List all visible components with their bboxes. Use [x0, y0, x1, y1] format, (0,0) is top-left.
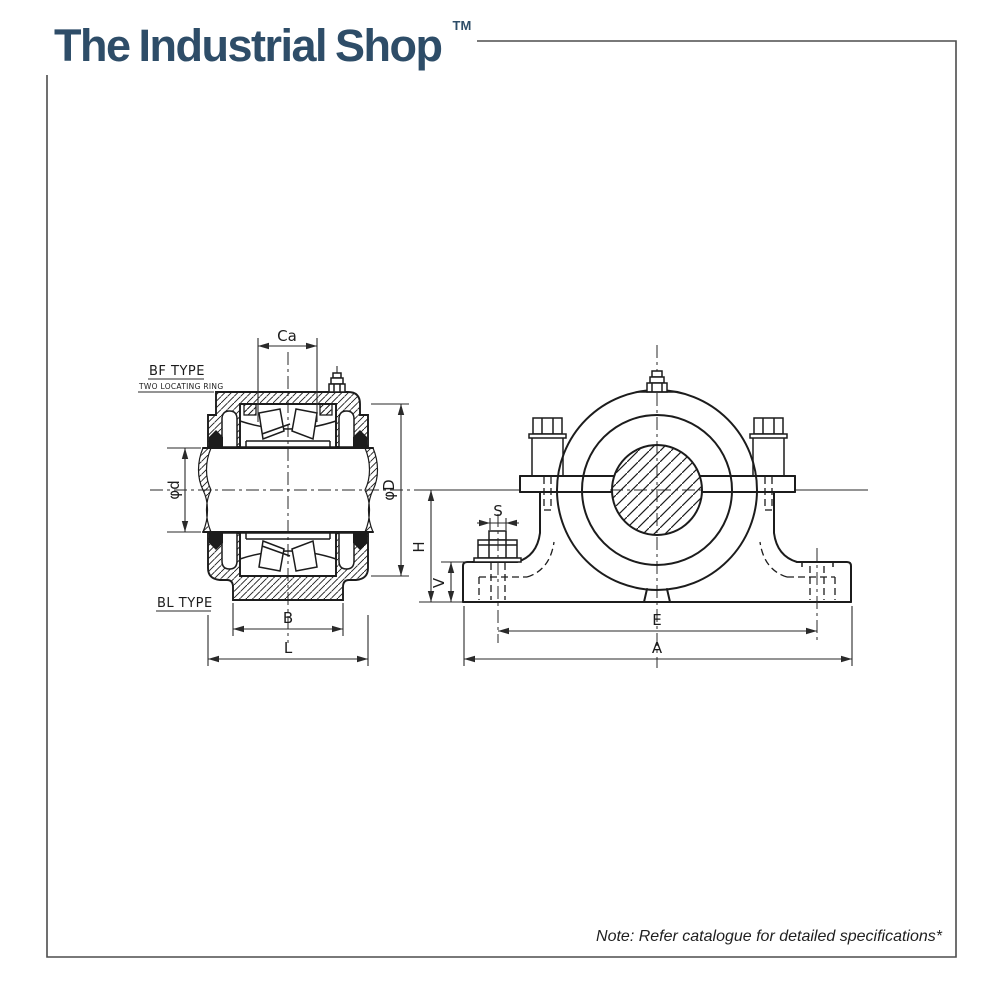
shaft: [197, 447, 379, 533]
dim-shaft-diameter: φd: [165, 447, 201, 533]
dim-outer-diameter: φD: [371, 403, 409, 577]
front-view: S H V: [410, 345, 868, 668]
dim-shaft-diameter-label: φd: [165, 480, 183, 499]
shaft-break-left: [197, 447, 212, 533]
dim-l-label: L: [284, 639, 293, 657]
stud-right: [764, 477, 773, 511]
base-pocket-right: [338, 532, 355, 570]
dim-b-label: B: [283, 609, 293, 627]
dim-v-label: V: [430, 577, 448, 588]
grease-nipple-section: [328, 366, 346, 393]
seal-top-right: [353, 430, 367, 447]
dim-s-label: S: [493, 502, 503, 520]
bf-type-label: BF TYPE: [149, 364, 205, 379]
base-pocket-left: [221, 532, 238, 570]
section-view: BF TYPE TWO LOCATING RING BL TYPE Ca: [138, 327, 424, 666]
dim-ca-label: Ca: [277, 327, 297, 345]
brand-word-1: The: [54, 20, 131, 71]
footer-note: Note: Refer catalogue for detailed speci…: [596, 928, 942, 945]
shaft-bore: [611, 444, 703, 536]
brand-word-2: Industrial: [138, 20, 328, 71]
dim-a: A: [463, 606, 853, 666]
dim-b: B: [232, 603, 344, 636]
two-locating-ring-label: TWO LOCATING RING: [138, 382, 223, 391]
cap-bolt-left: [528, 417, 567, 476]
housing-inner-circle: [581, 414, 733, 566]
dim-a-label: A: [652, 639, 663, 657]
dim-l: L: [207, 615, 369, 666]
seal-bottom-left: [209, 533, 223, 550]
split-flange: [519, 475, 796, 493]
cap-bolt-right: [749, 417, 788, 476]
stud-left: [543, 477, 552, 511]
page-frame: [46, 40, 957, 958]
dim-e: E: [498, 611, 817, 635]
roller-top-right: [291, 408, 318, 441]
bl-type-label: BL TYPE: [157, 596, 213, 611]
dim-h-label: H: [410, 541, 428, 552]
cap-pocket-right: [338, 410, 355, 448]
housing-base-section: [207, 532, 369, 601]
base: [462, 561, 852, 603]
cap-pocket-left: [221, 410, 238, 448]
seal-top-left: [209, 430, 223, 447]
dim-h: H: [410, 489, 519, 603]
roller-top-left: [258, 408, 285, 441]
dim-outer-diameter-label: φD: [380, 479, 398, 500]
dim-ca: Ca: [257, 327, 318, 422]
trademark-symbol: TM: [452, 18, 472, 33]
dim-e-label: E: [652, 611, 661, 629]
dim-s: S: [477, 502, 519, 530]
roller-bottom-left: [258, 539, 285, 572]
roller-bottom-right: [291, 539, 318, 572]
seal-bottom-right: [353, 533, 367, 550]
dim-v: V: [430, 561, 472, 602]
shaft-break-right: [364, 447, 379, 533]
brand-word-3: Shop: [335, 20, 443, 71]
grease-nipple-front: [638, 370, 676, 393]
